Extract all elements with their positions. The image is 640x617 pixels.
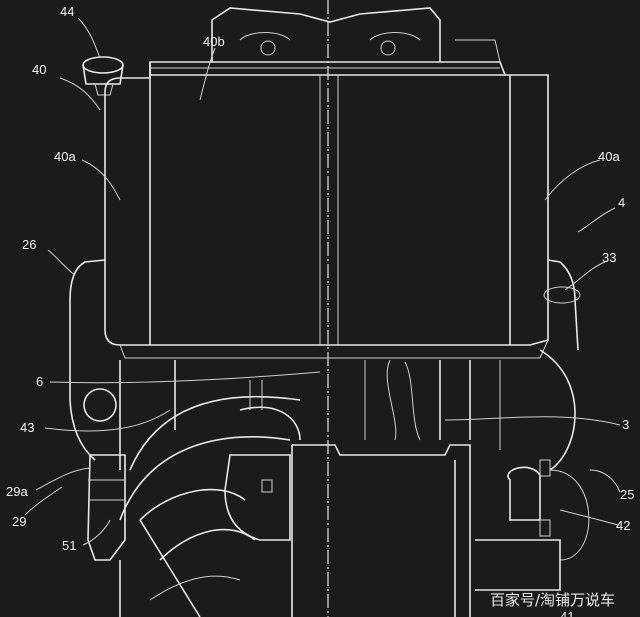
engine-middle [83, 349, 576, 521]
label-4: 4 [618, 195, 625, 210]
radiator-cap [82, 56, 124, 96]
label-6: 6 [36, 374, 43, 389]
upper-components [211, 7, 501, 63]
left-components [87, 454, 256, 617]
label-40b: 40b [203, 34, 225, 49]
label-51: 51 [62, 538, 76, 553]
side-hose-right [547, 259, 579, 351]
radiator [104, 61, 549, 359]
label-29: 29 [12, 514, 26, 529]
label-40: 40 [32, 62, 46, 77]
label-40a-left: 40a [54, 149, 76, 164]
right-components [475, 459, 590, 591]
engine-block [224, 444, 471, 617]
side-tank-left [69, 259, 106, 461]
label-42: 42 [616, 518, 630, 533]
label-33: 33 [602, 250, 616, 265]
label-29a: 29a [6, 484, 28, 499]
watermark: 百家号/淘铺万说车 [490, 591, 615, 609]
label-43: 43 [20, 420, 34, 435]
label-41: 41 [560, 609, 574, 617]
label-3: 3 [622, 417, 629, 432]
leader-lines [24, 17, 621, 546]
label-40a-right: 40a [598, 149, 620, 164]
label-44: 44 [60, 4, 74, 19]
label-25: 25 [620, 487, 634, 502]
label-26: 26 [22, 237, 36, 252]
